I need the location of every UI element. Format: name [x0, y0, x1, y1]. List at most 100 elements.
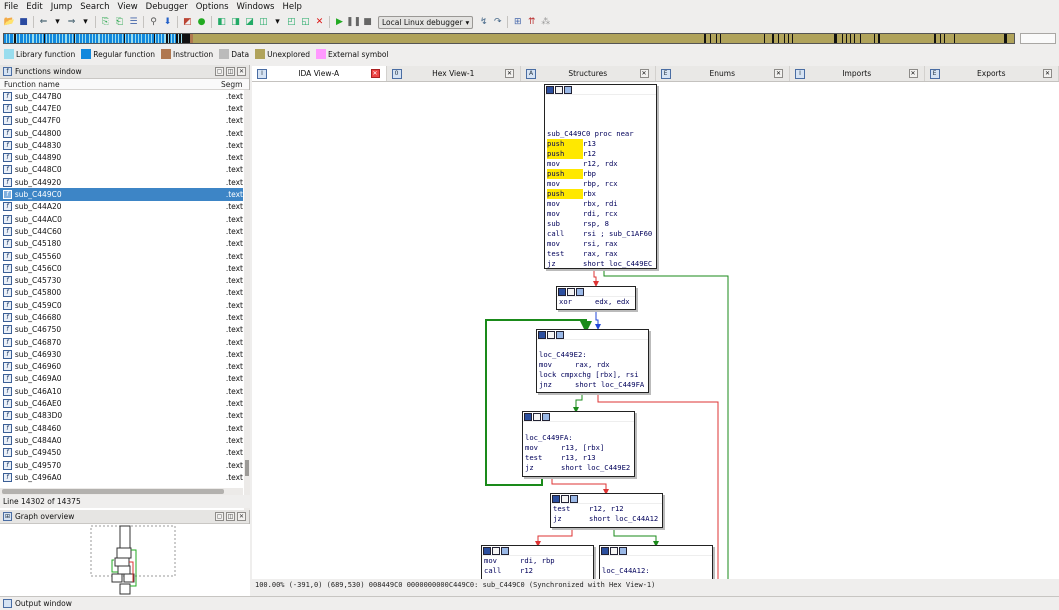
pause-icon[interactable]: ❚❚ [345, 16, 362, 27]
chart2-icon[interactable]: ◨ [231, 16, 240, 27]
output-window-bar[interactable]: Output window [0, 596, 1059, 610]
play-icon[interactable]: ▶ [336, 16, 343, 27]
binoculars-icon[interactable]: ⚲ [150, 16, 157, 27]
asm-line[interactable]: loc_C449FA: [523, 433, 634, 443]
graph-node-loc-c44a12[interactable]: loc_C44A12: [599, 545, 713, 579]
down-arrow-icon[interactable]: ⬇ [163, 16, 172, 27]
step-over-icon[interactable]: ↷ [494, 16, 502, 27]
circle-icon[interactable]: ● [197, 16, 206, 27]
functions-scrollbar[interactable] [244, 90, 250, 512]
menu-edit[interactable]: Edit [26, 1, 43, 12]
chart-icon[interactable]: ◧ [217, 16, 226, 27]
close-icon[interactable]: ✕ [774, 69, 783, 78]
graph-overview-minimap[interactable] [0, 524, 250, 596]
list-icon[interactable]: ☰ [129, 16, 138, 27]
restore-icon[interactable]: ▢ [215, 67, 224, 76]
scrollbar-thumb[interactable] [245, 460, 249, 476]
paste-icon[interactable]: ⎗ [115, 16, 124, 27]
menu-view[interactable]: View [117, 1, 138, 12]
chart4-icon[interactable]: ◫ [259, 16, 268, 27]
menu-windows[interactable]: Windows [236, 1, 275, 12]
node-graph-icon[interactable] [547, 330, 555, 339]
menu-help[interactable]: Help [282, 1, 302, 12]
forward-icon[interactable]: ⇒ [67, 16, 76, 27]
scrollbar-thumb[interactable] [2, 489, 224, 494]
navigation-band[interactable] [3, 33, 1015, 44]
node-color-icon[interactable] [524, 412, 532, 421]
save-icon[interactable]: ■ [19, 16, 28, 27]
dropdown-icon[interactable]: ▾ [83, 16, 88, 27]
close-icon[interactable]: ✕ [315, 16, 324, 27]
menu-options[interactable]: Options [195, 1, 229, 12]
node-graph-icon[interactable] [610, 546, 618, 555]
copy-icon[interactable]: ⎘ [101, 16, 110, 27]
node-graph-icon[interactable] [492, 546, 500, 555]
functions-hscrollbar[interactable] [0, 488, 243, 495]
restore-icon[interactable]: ▢ [215, 512, 224, 521]
node-text-icon[interactable] [556, 330, 564, 339]
close-icon[interactable]: ✕ [505, 69, 514, 78]
chart5-icon[interactable]: ◰ [287, 16, 296, 27]
node-graph-icon[interactable] [533, 412, 541, 421]
patch-icon[interactable]: ⁂ [541, 16, 551, 27]
node-color-icon[interactable] [601, 546, 609, 555]
node-graph-icon[interactable] [567, 287, 575, 296]
asm-line[interactable]: sub_C449C0 proc near [545, 129, 656, 139]
asm-line[interactable]: lock cmpxchg [rbx], rsi [537, 370, 648, 380]
chart3-icon[interactable]: ◪ [245, 16, 254, 27]
node-text-icon[interactable] [619, 546, 627, 555]
node-text-icon[interactable] [501, 546, 509, 555]
asm-line[interactable]: loc_C449E2: [537, 350, 648, 360]
node-color-icon[interactable] [558, 287, 566, 296]
navigation-band-input[interactable] [1020, 33, 1056, 44]
close-icon[interactable]: ✕ [370, 69, 380, 78]
node-color-icon[interactable] [538, 330, 546, 339]
